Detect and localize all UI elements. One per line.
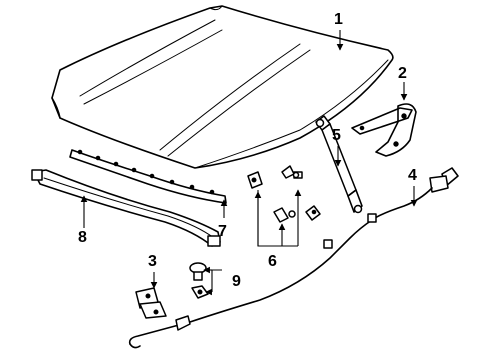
leader-lines [80,30,418,296]
hood-seal-lower [31,169,221,247]
callout-3: 3 [148,253,157,270]
callout-8: 8 [78,229,87,246]
hood-latch [135,287,167,319]
hood-release-cable [128,167,459,349]
callout-6: 6 [268,253,277,270]
hood-support-strut [315,115,363,214]
latch-fasteners [189,262,209,299]
callout-2: 2 [398,65,407,82]
callout-5: 5 [332,127,341,144]
callout-labels: 1 2 3 4 5 6 7 8 9 [78,11,417,290]
hood-seal-upper [69,149,227,204]
callout-1: 1 [334,11,343,28]
hood-panel [51,5,394,169]
callout-9: 9 [232,273,241,290]
hood-bumpers-clips [247,165,321,223]
callout-4: 4 [408,167,417,184]
hood-hinge [351,103,417,157]
callout-7: 7 [218,223,227,240]
